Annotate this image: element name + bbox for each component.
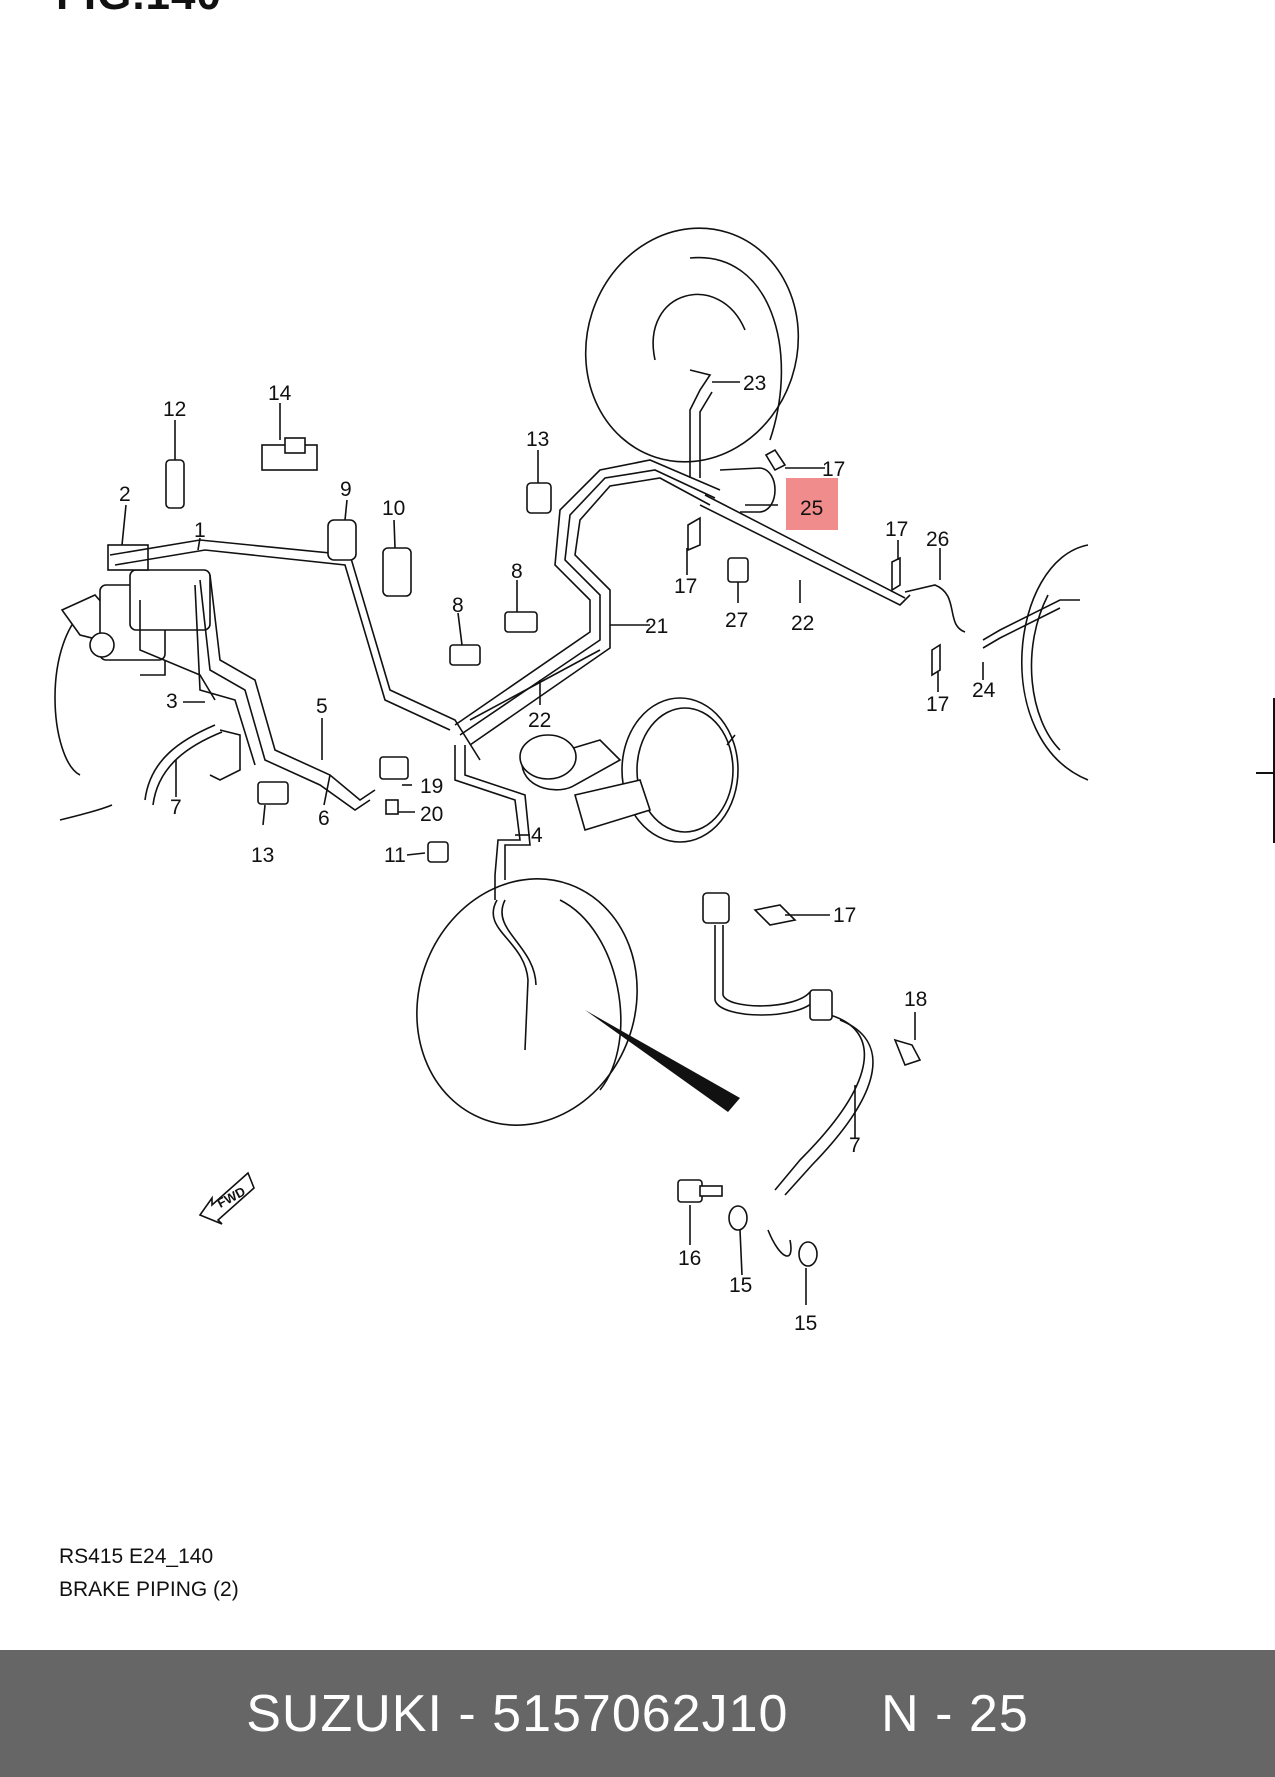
callout-13-upper: 13	[526, 428, 549, 451]
callout-9: 9	[340, 478, 352, 501]
wheel-right	[1021, 544, 1089, 781]
callout-11: 11	[384, 844, 406, 867]
callout-17-right-upper: 17	[885, 518, 908, 541]
callout-22-right: 22	[791, 612, 814, 635]
callout-15-a: 15	[729, 1274, 752, 1297]
part-footer-bar: SUZUKI - 5157062J10 N - 25	[0, 1650, 1275, 1777]
footer-sep-1: -	[458, 1684, 477, 1743]
callout-13-lower: 13	[251, 844, 274, 867]
brake-booster	[519, 697, 739, 843]
footer-space-3	[920, 1684, 935, 1744]
callout-10: 10	[382, 497, 405, 520]
callout-22-left: 22	[528, 709, 551, 732]
callout-20: 20	[420, 803, 443, 826]
edge-mark	[1273, 698, 1275, 843]
abs-unit	[60, 544, 211, 676]
callout-27: 27	[725, 609, 748, 632]
callout-16: 16	[678, 1247, 701, 1270]
callout-1: 1	[194, 519, 206, 542]
callout-7-right: 7	[849, 1134, 861, 1157]
callout-21: 21	[645, 615, 668, 638]
callout-8-right: 8	[511, 560, 523, 583]
footer-space-4	[953, 1684, 968, 1744]
callout-4: 4	[531, 824, 543, 847]
callout-6: 6	[318, 807, 330, 830]
footer-variant: N	[881, 1684, 920, 1743]
callout-17-right-lower: 17	[926, 693, 949, 716]
footer-sep-2: -	[935, 1684, 954, 1743]
footer-gap	[788, 1684, 881, 1744]
small-parts	[165, 437, 941, 1267]
footer-part-number: 5157062J10	[492, 1684, 789, 1743]
brake-pipes	[109, 369, 1080, 900]
brake-piping-diagram: FWD	[54, 227, 1089, 1335]
callout-19: 19	[420, 775, 443, 798]
callout-17-mid: 17	[674, 575, 697, 598]
diagram-code: RS415 E24_140	[59, 1545, 214, 1568]
callout-25: 25	[800, 497, 823, 520]
callout-17-top: 17	[822, 458, 845, 481]
brake-hoses	[144, 467, 966, 1196]
leader-lines	[121, 381, 984, 1305]
callout-24: 24	[972, 679, 996, 702]
edge-mark-tick	[1256, 772, 1275, 774]
callout-7-left: 7	[170, 796, 182, 819]
callout-18: 18	[904, 988, 927, 1011]
callout-15-b: 15	[794, 1312, 817, 1335]
callout-23: 23	[743, 372, 766, 395]
callout-3: 3	[166, 690, 178, 713]
callout-labels: 1 2 3 4 5 6 7 7 8 8 9 10 11 12 13 13 14 …	[119, 372, 996, 1335]
callout-14: 14	[268, 382, 292, 405]
footer-brand: SUZUKI	[246, 1684, 443, 1743]
wheel-front-lower	[416, 878, 740, 1126]
callout-12: 12	[163, 398, 186, 421]
callout-17-bottom: 17	[833, 904, 856, 927]
footer-qty: 25	[968, 1684, 1029, 1743]
callout-8-left: 8	[452, 594, 464, 617]
callout-5: 5	[316, 695, 328, 718]
fwd-arrow: FWD	[198, 1171, 255, 1225]
diagram-name: BRAKE PIPING (2)	[59, 1578, 239, 1601]
highlight-box	[786, 478, 838, 530]
figure-title: FIG.140	[56, 0, 222, 20]
callout-2: 2	[119, 483, 131, 506]
footer-space-2	[477, 1684, 492, 1744]
footer-space-1	[443, 1684, 458, 1744]
wheel-rear-upper	[584, 227, 800, 463]
callout-26: 26	[926, 528, 949, 551]
